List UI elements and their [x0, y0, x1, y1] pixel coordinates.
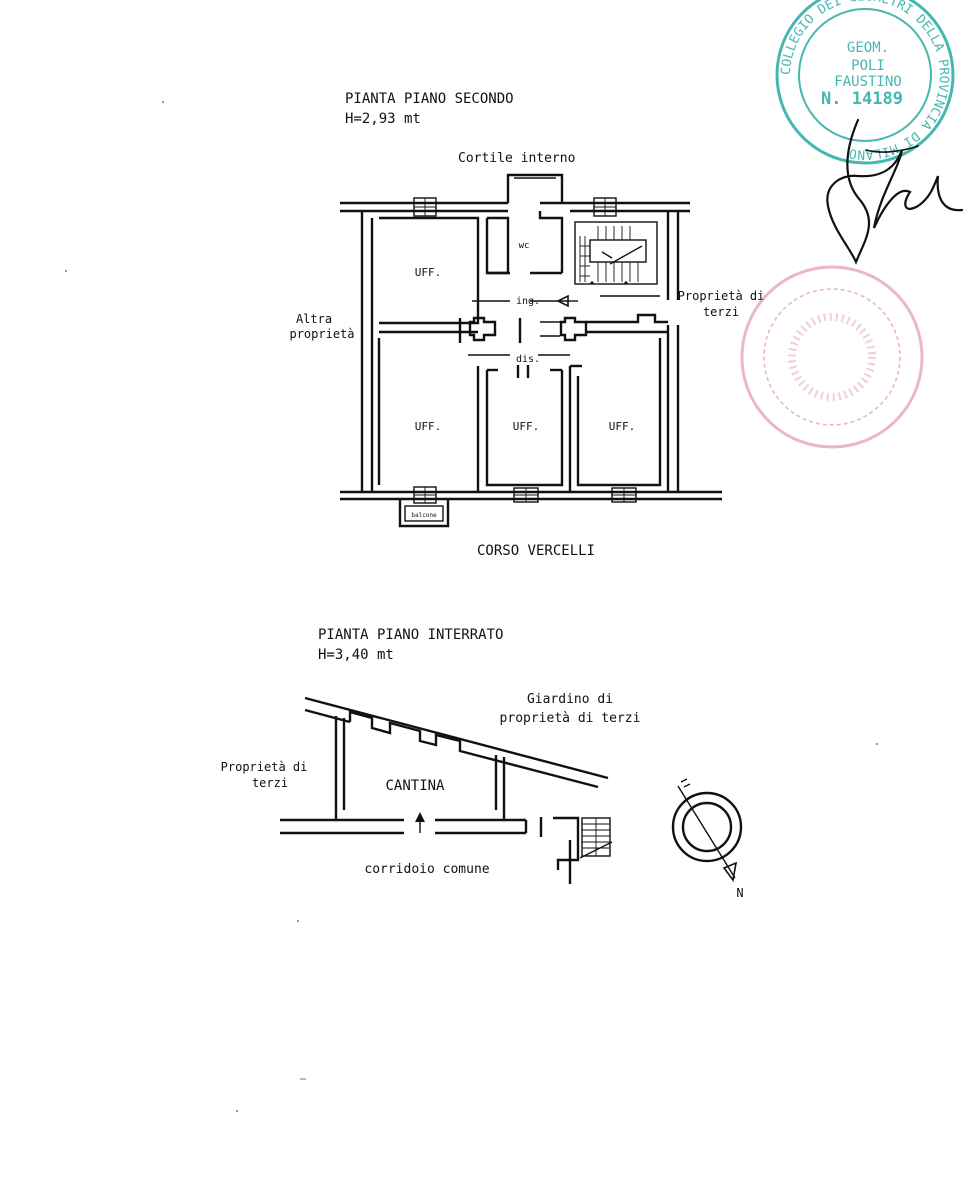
- stamp-line-3: FAUSTINO: [834, 74, 901, 90]
- basement-walls: [280, 696, 613, 884]
- basement-height: H=3,40 mt: [318, 647, 394, 663]
- room-entrance: ing.: [516, 296, 540, 307]
- balcony: [398, 499, 450, 528]
- room-office-bottom-right: UFF.: [609, 420, 636, 433]
- surveyor-stamp: COLLEGIO DEI GEOMETRI DELLA PROVINCIA DI…: [775, 0, 955, 165]
- room-hall: dis.: [516, 354, 540, 365]
- cellar-entry-arrow: [415, 812, 425, 833]
- windows: [413, 197, 637, 504]
- second-floor-plan: PIANTA PIANO SECONDO H=2,93 mt Cortile i…: [289, 91, 764, 559]
- exterior-walls: [340, 173, 722, 501]
- second-floor-title: PIANTA PIANO SECONDO: [345, 91, 514, 107]
- courtyard-label: Cortile interno: [458, 151, 575, 166]
- left-property-label-line1: Altra: [296, 312, 332, 326]
- garden-label-line1: Giardino di: [527, 692, 613, 707]
- basement-plan: PIANTA PIANO INTERRATO H=3,40 mt Giardin…: [221, 627, 744, 900]
- north-arrow: [671, 778, 743, 882]
- street-label: CORSO VERCELLI: [477, 543, 595, 559]
- room-cellar: CANTINA: [385, 778, 445, 794]
- stairwell: [574, 221, 658, 285]
- right-property-label-line2: terzi: [703, 305, 739, 319]
- corridor-label: corridoio comune: [364, 862, 489, 877]
- faded-seal: [740, 265, 924, 449]
- room-office-bottom-middle: UFF.: [513, 420, 540, 433]
- balcony-label: balcone: [411, 512, 437, 519]
- north-label: N: [736, 886, 743, 900]
- basement-title: PIANTA PIANO INTERRATO: [318, 627, 503, 643]
- stamp-line-4: N. 14189: [821, 89, 903, 109]
- right-property-label-line1: Proprietà di: [678, 289, 765, 303]
- signature: [826, 118, 964, 265]
- room-office-bottom-left: UFF.: [415, 420, 442, 433]
- room-wc: wc: [519, 241, 530, 251]
- basement-left-property-line1: Proprietà di: [221, 760, 308, 774]
- scan-specks: [65, 101, 878, 1112]
- basement-left-property-line2: terzi: [252, 776, 288, 790]
- entrance-arrow: [556, 294, 578, 308]
- interior-walls: [377, 211, 668, 492]
- room-office-top-left: UFF.: [415, 266, 442, 279]
- left-property-label-line2: proprietà: [289, 327, 354, 341]
- stamp-line-2: POLI: [851, 58, 885, 74]
- garden-label-line2: proprietà di terzi: [500, 711, 641, 726]
- second-floor-height: H=2,93 mt: [345, 111, 421, 127]
- stamp-line-1: GEOM.: [847, 40, 889, 56]
